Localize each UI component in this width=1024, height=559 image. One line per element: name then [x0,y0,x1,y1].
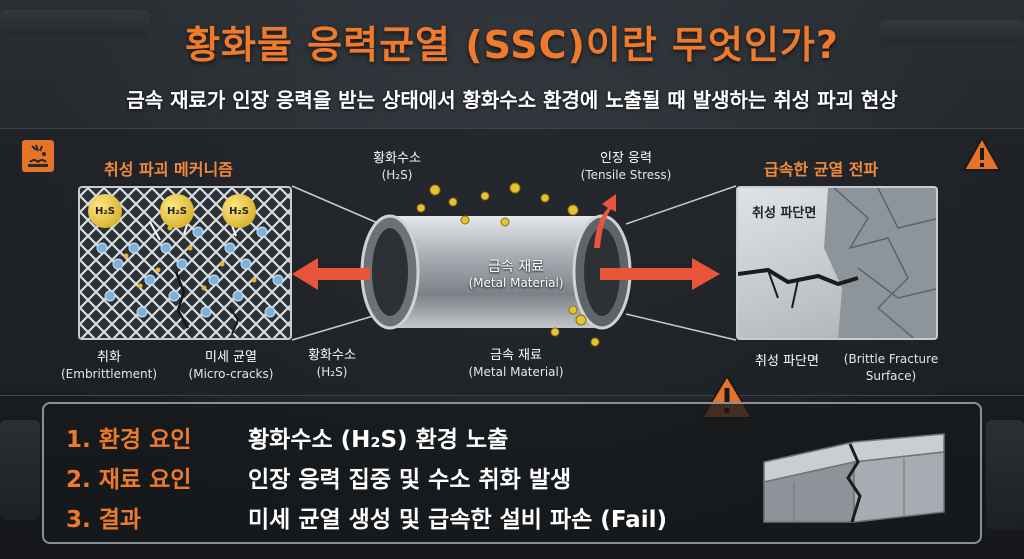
zoom-connector-right [625,185,737,341]
mechanism-heading: 취성 파괴 메커니즘 [104,160,233,179]
summary-row: 2. 재료 요인 인장 응력 집중 및 수소 취화 발생 [66,460,571,494]
zoom-connector-left [291,185,381,341]
h2s-particles [416,182,600,347]
h2s-molecule: H₂S [160,194,194,228]
microcracks-label: 미세 균열 (Micro-cracks) [188,350,274,381]
h2s-top-label: 황화수소 (H₂S) [373,151,421,182]
summary-value: 황화수소 (H₂S) 환경 노출 [248,427,509,453]
summary-row: 1. 환경 요인 황화수소 (H₂S) 환경 노출 [66,420,508,454]
embrittlement-label: 취화 (Embrittlement) [60,350,158,381]
summary-box: 1. 환경 요인 황화수소 (H₂S) 환경 노출 2. 재료 요인 인장 응력… [42,402,982,544]
summary-key: 2. 재료 요인 [66,467,192,493]
fracture-inside-label: 취성 파단면 [752,206,817,221]
tensile-stress-label: 인장 응력 (Tensile Stress) [580,151,672,182]
summary-key: 3. 결과 [66,507,142,533]
arrow-right-icon [600,258,720,290]
fracture-label-en: (Brittle Fracture Surface) [843,352,939,383]
h2s-molecule: H₂S [88,194,122,228]
h2s-molecule: H₂S [222,194,256,228]
fracture-label-kr: 취성 파단면 [755,354,819,369]
crack-propagation-heading: 급속한 균열 전파 [764,160,879,179]
metal-bottom-label: 금속 재료 (Metal Material) [468,348,564,379]
background-pipe [880,20,1024,44]
summary-value: 미세 균열 생성 및 급속한 설비 파손 (Fail) [248,507,667,533]
warning-icon [962,135,1002,171]
pipe-label: 금속 재료 (Metal Material) [468,259,564,291]
summary-row: 3. 결과 미세 균열 생성 및 급속한 설비 파손 (Fail) [66,500,667,534]
background-pipe [986,420,1024,530]
fracture-zoom-panel: 취성 파단면 [736,186,938,340]
broken-beam-illustration [763,433,945,523]
h2s-bottom-label: 황화수소 (H₂S) [308,348,356,379]
background-pipe [0,10,150,36]
page-subtitle: 금속 재료가 인장 응력을 받는 상태에서 황화수소 환경에 노출될 때 발생하… [126,88,898,112]
summary-value: 인장 응력 집중 및 수소 취화 발생 [248,467,572,493]
corrosion-icon [22,140,54,172]
summary-key: 1. 환경 요인 [66,427,192,453]
background-pipe [0,420,40,520]
arrow-up-icon [594,194,616,248]
page-title: 황화물 응력균열 (SSC)이란 무엇인가? [185,23,839,67]
arrow-left-icon [292,258,370,290]
lattice-zoom-panel: H₂S H₂S H₂S [78,186,292,340]
